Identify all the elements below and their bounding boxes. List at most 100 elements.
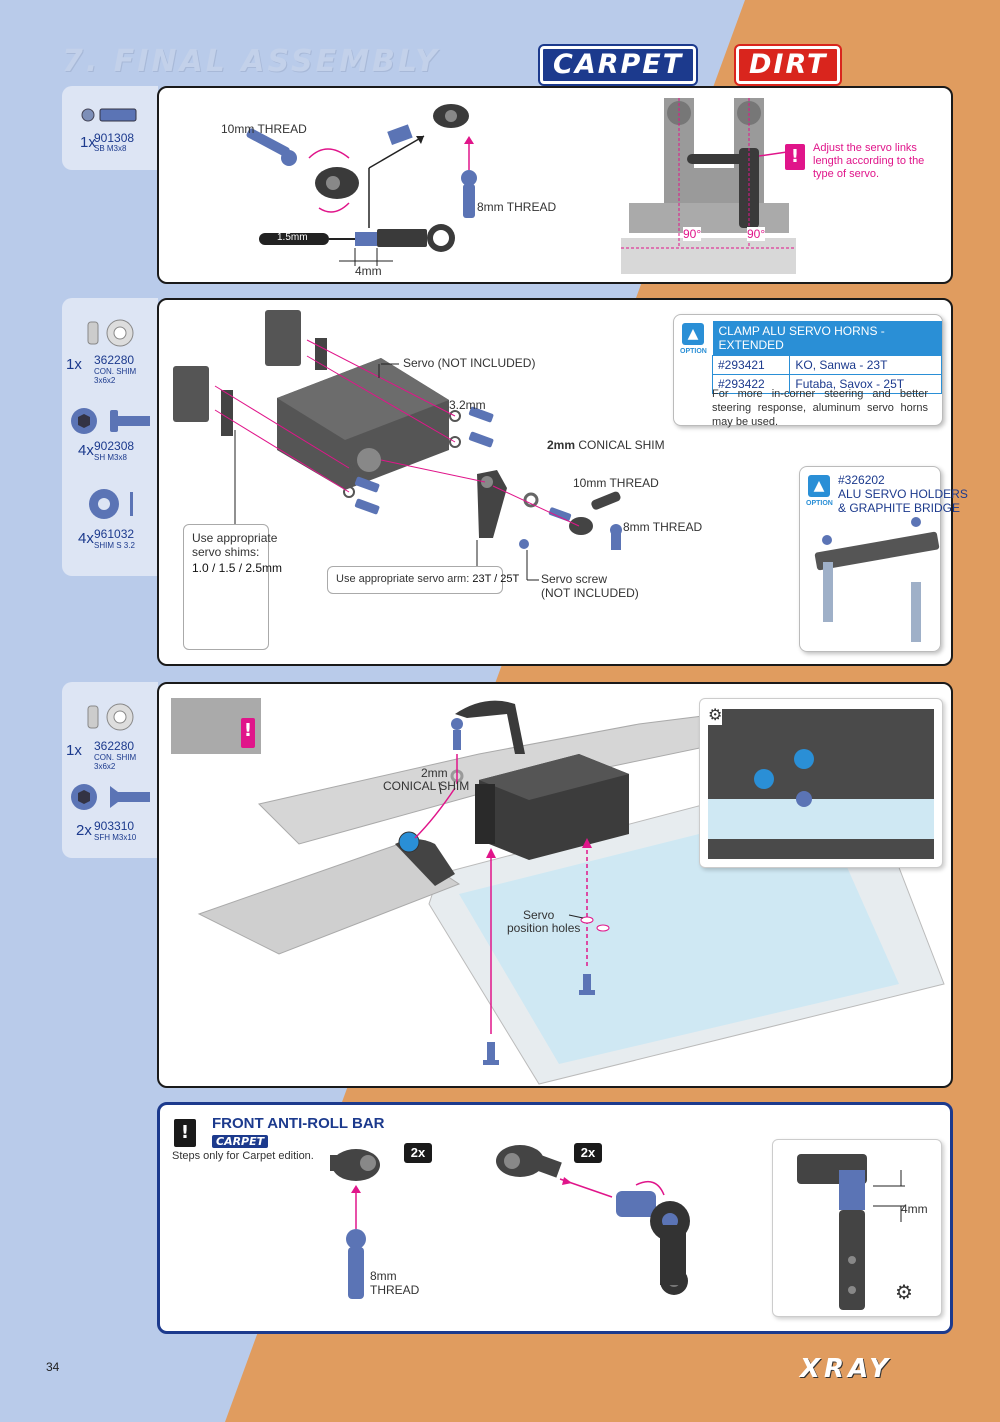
thread-8mm-label: 8mm THREAD [623, 520, 703, 534]
servo-holes-label2: position holes [507, 921, 581, 935]
part-desc: CON. SHIM 3x6x2 [94, 367, 137, 385]
part-qty: 1x [66, 742, 82, 759]
part-number: 362280 [94, 353, 135, 367]
part-desc: SB M3x8 [94, 144, 127, 153]
arm-note-label: Use appropriate servo arm: [336, 573, 470, 585]
xray-logo: XRAY [800, 1354, 893, 1384]
option-holders-line2: & GRAPHITE BRIDGE [838, 501, 961, 515]
option-horns-table: CLAMP ALU SERVO HORNS - EXTENDED #293421… [711, 321, 942, 394]
carpet-badge: CARPET [540, 46, 697, 84]
part-qty: 1x [66, 356, 82, 373]
hex-size-label: 1.5mm [277, 232, 308, 243]
part-qty: 4x [78, 530, 94, 547]
shims-note-line3: 1.0 / 1.5 / 2.5mm [192, 561, 283, 575]
servo-label: Servo (NOT INCLUDED) [403, 356, 536, 370]
conical-shim-label: CONICAL SHIM [383, 779, 470, 793]
button-head-screw-icon [81, 108, 137, 122]
conical-shim-label: 2mm CONICAL SHIM [547, 438, 665, 452]
antiroll-detail-image [797, 1154, 905, 1310]
page-number: 34 [46, 1360, 60, 1374]
thread-10mm-label: 10mm THREAD [221, 122, 307, 136]
option-desc: KO, Sanwa - 23T [789, 355, 942, 375]
conical-text: CONICAL SHIM [575, 438, 665, 452]
thread-8mm-label: 8mm THREAD [477, 200, 557, 214]
part-number: 903310 [94, 819, 135, 833]
step1-panel: 10mm THREAD 8mm THREAD 1.5mm 4mm 90° 90°… [157, 86, 953, 284]
step3-detail-inset: ⚙ [699, 698, 943, 868]
step2-parts-sidebar: 1x 362280 CON. SHIM 3x6x2 4x 902308 SH M… [62, 298, 158, 576]
part-desc: SHIM S 3.2 [94, 541, 135, 550]
thread-8mm-line2: THREAD [370, 1283, 420, 1297]
step3-parts-sidebar: 1x 362280 CON. SHIM 3x6x2 2x 903310 SFH … [62, 682, 158, 858]
step1-parts-sidebar: 1x 901308 SB M3x8 [62, 86, 158, 170]
step1-diagram [246, 98, 796, 274]
option-word: OPTION [806, 500, 833, 507]
quantity-2x-badge: 2x [574, 1143, 602, 1163]
shims-note: Use appropriate servo shims: 1.0 / 1.5 /… [183, 524, 282, 650]
dirt-badge: DIRT [736, 46, 841, 84]
option-holders-number: #326202 [838, 473, 885, 487]
part-qty: 1x [80, 134, 96, 151]
carpet-mini-badge: CARPET [212, 1135, 269, 1148]
step2-panel: Servo (NOT INCLUDED) 3.2mm 2mm CONICAL S… [157, 298, 968, 666]
step3-diagram [171, 698, 945, 1085]
part-number: 362280 [94, 739, 135, 753]
option-number: #293421 [711, 355, 791, 375]
shim-size-label: 2mm [421, 766, 448, 780]
dimension-4mm-label: 4mm [355, 264, 382, 278]
option-word: OPTION [680, 348, 707, 355]
part-desc: SH M3x8 [94, 453, 127, 462]
carpet-only-note: Steps only for Carpet edition. [172, 1150, 314, 1162]
gears-check-icon: ⚙ [708, 705, 723, 725]
arm-note-sizes: 23T / 25T [472, 573, 520, 585]
shims-note-line1: Use appropriate [192, 531, 278, 545]
conical-size: 2mm [547, 438, 576, 452]
thread-10mm-label: 10mm THREAD [573, 476, 659, 490]
option-servo-horns-box: ▲ OPTION CLAMP ALU SERVO HORNS - EXTENDE… [673, 314, 943, 428]
thumbs-up-icon: ▲ [682, 323, 704, 345]
option-desc: Futaba, Savox - 25T [789, 374, 942, 394]
part-qty: 2x [76, 822, 92, 839]
angle-label-left: 90° [683, 227, 702, 241]
part-number: 961032 [94, 527, 135, 541]
part-desc: SFH M3x10 [94, 833, 137, 842]
conical-shim-icon [87, 703, 134, 731]
socket-head-screw-icon [71, 408, 150, 434]
warning-icon: ! [241, 718, 255, 748]
thumbs-up-icon: ▲ [808, 475, 830, 497]
step3-panel: ! 2mm CONICAL SHIM Servo position holes … [157, 682, 953, 1088]
option-servo-holders-box: ▲ OPTION #326202 ALU SERVO HOLDERS & GRA… [799, 466, 968, 652]
shim-washer-icon [89, 489, 133, 519]
not-included-label: (NOT INCLUDED) [541, 586, 639, 600]
shims-note-line2: servo shims: [192, 545, 260, 559]
option-number: #293422 [711, 374, 791, 394]
angle-label-right: 90° [747, 227, 766, 241]
step4-title: FRONT ANTI-ROLL BAR [212, 1115, 385, 1132]
quantity-2x-badge: 2x [404, 1143, 432, 1163]
gears-check-icon: ⚙ [895, 1282, 913, 1304]
option-horns-note: For more in-corner steering and better s… [712, 388, 928, 428]
adjust-servo-links-note: Adjust the servo links length according … [813, 142, 925, 180]
part-desc: CON. SHIM 3x6x2 [94, 753, 137, 771]
servo-holes-label1: Servo [523, 908, 555, 922]
detail-image [708, 709, 934, 859]
step4-panel: ! FRONT ANTI-ROLL BAR CARPET Steps only … [157, 1102, 953, 1334]
step4-diagram [330, 1145, 690, 1299]
part-number: 901308 [94, 131, 135, 145]
option-holders-line1: ALU SERVO HOLDERS [838, 487, 968, 501]
part-number: 902308 [94, 439, 135, 453]
dimension-4mm-label: 4mm [901, 1202, 928, 1216]
thread-8mm-line1: 8mm [370, 1269, 397, 1283]
warning-icon: ! [785, 144, 805, 170]
step4-detail-inset: 4mm ⚙ [772, 1139, 942, 1317]
size-3-2mm-label: 3.2mm [449, 398, 486, 412]
conical-shim-icon [87, 319, 134, 347]
warning-icon: ! [174, 1119, 196, 1147]
part-qty: 4x [78, 442, 94, 459]
arm-note-text: Use appropriate servo arm: 23T / 25T [336, 573, 519, 585]
page-title: 7. FINAL ASSEMBLY [62, 44, 440, 79]
option-horns-title: CLAMP ALU SERVO HORNS - EXTENDED [712, 321, 942, 356]
arm-note: Use appropriate servo arm: 23T / 25T [327, 566, 519, 594]
